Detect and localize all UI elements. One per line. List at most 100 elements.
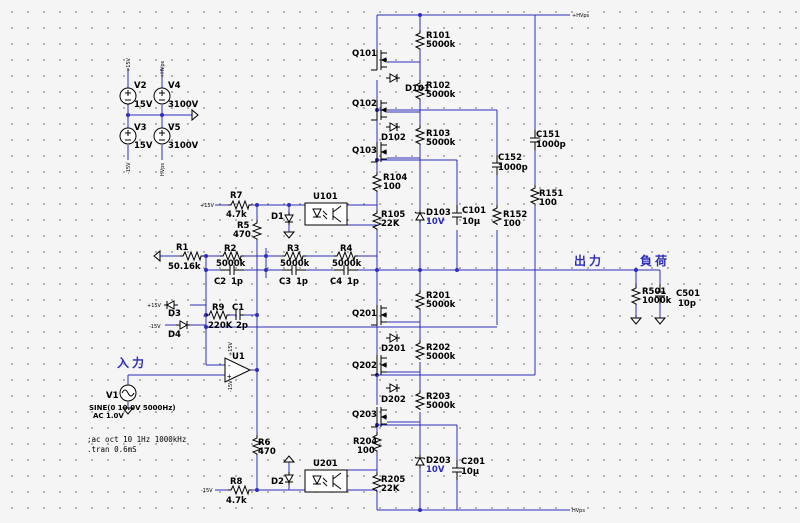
r104-value: 100 bbox=[383, 182, 401, 192]
capacitor-c201: C201 10µ bbox=[451, 457, 485, 481]
v1-ac: AC 1.0V bbox=[93, 412, 124, 420]
u1-ref: U1 bbox=[232, 352, 245, 362]
q101-ref: Q101 bbox=[352, 49, 377, 59]
opamp-u1: -+ U1 +15V -15V bbox=[224, 341, 252, 392]
v2-ref: V2 bbox=[134, 81, 147, 91]
r205-ref: R205 bbox=[381, 475, 405, 485]
mosfet-q103: Q103 bbox=[352, 141, 388, 163]
r2-value: 5000k bbox=[216, 259, 246, 269]
c101-ref: C101 bbox=[462, 206, 486, 216]
resistor-r104: R104 100 bbox=[372, 171, 407, 193]
q201-ref: Q201 bbox=[352, 309, 377, 319]
r9-value: 220K bbox=[208, 321, 233, 331]
r204-ref: R204 bbox=[353, 437, 377, 447]
resistor-r102: R102 5000k bbox=[415, 79, 456, 101]
r9-ref: R9 bbox=[212, 303, 225, 313]
v2-value: 15V bbox=[134, 100, 153, 110]
q202-ref: Q202 bbox=[352, 361, 377, 371]
resistor-r152: R152 100 bbox=[492, 204, 527, 229]
v4-top-net: +HVps bbox=[160, 60, 166, 78]
r7-net: +15V bbox=[200, 203, 215, 209]
ac-directive: ;ac oct 10 1Hz 1000kHz bbox=[87, 435, 186, 444]
capacitor-c501: C501 10p bbox=[654, 283, 700, 309]
r8-net: -15V bbox=[201, 488, 213, 494]
source-v4: V4 3100V +HVps bbox=[153, 60, 199, 110]
c152-ref: C152 bbox=[498, 153, 522, 163]
input-label: 入力 bbox=[117, 355, 147, 370]
c201-value: 10µ bbox=[461, 467, 479, 477]
r5-ref: R5 bbox=[237, 221, 250, 231]
r202-ref: R202 bbox=[426, 343, 450, 353]
r8-ref: R8 bbox=[230, 477, 243, 487]
resistor-r501: R501 1000k bbox=[631, 284, 672, 306]
load-label: 負荷 bbox=[640, 253, 670, 268]
v1-ref: V1 bbox=[106, 391, 119, 401]
diode-d202: D202 bbox=[381, 383, 406, 405]
d4-ref: D4 bbox=[168, 330, 181, 340]
q102-ref: Q102 bbox=[352, 99, 377, 109]
r7-value: 4.7k bbox=[226, 210, 247, 220]
v4-value: 3100V bbox=[168, 100, 199, 110]
source-v1: V1 SINE(0 10.0V 5000Hz) AC 1.0V bbox=[89, 384, 176, 420]
r105-ref: R105 bbox=[381, 210, 405, 220]
optocoupler-u201: U201 bbox=[304, 459, 348, 493]
r1-ground bbox=[153, 250, 161, 262]
c151-ref: C151 bbox=[536, 130, 560, 140]
r101-value: 5000k bbox=[426, 40, 456, 50]
diode-d2: D2 bbox=[271, 471, 294, 487]
output-label: 出力 bbox=[574, 253, 604, 268]
c2-value: 1p bbox=[231, 277, 243, 287]
r6-value: 470 bbox=[258, 447, 276, 457]
diode-d1: D1 bbox=[271, 211, 294, 226]
d103-ref: D103 bbox=[426, 208, 451, 218]
resistor-r205: R205 22K bbox=[372, 471, 405, 494]
d2-ground bbox=[283, 455, 295, 463]
r102-value: 5000k bbox=[426, 90, 456, 100]
d203-value: 10V bbox=[426, 465, 445, 475]
d1-ref: D1 bbox=[271, 212, 284, 222]
r3-ref: R3 bbox=[287, 244, 300, 254]
resistor-r201: R201 5000k bbox=[415, 289, 456, 311]
c3-value: 1p bbox=[296, 277, 308, 287]
junctions bbox=[126, 13, 638, 512]
r8-value: 4.7k bbox=[226, 496, 247, 506]
resistor-r151: R151 100 bbox=[530, 184, 563, 208]
ground-symbol bbox=[191, 109, 199, 121]
r205-value: 22K bbox=[381, 484, 400, 494]
r203-ref: R203 bbox=[426, 392, 450, 402]
resistor-r8: R8 4.7k bbox=[226, 477, 253, 506]
diode-d4: D4 bbox=[168, 320, 191, 340]
v4-ref: V4 bbox=[168, 81, 181, 91]
source-v5: V5 3100V HVps bbox=[153, 123, 199, 176]
capacitor-c151: C151 1000p bbox=[529, 129, 566, 151]
d1-ground bbox=[283, 231, 295, 239]
c101-value: 10µ bbox=[462, 217, 480, 227]
resistor-r4: R4 5000k bbox=[332, 244, 362, 269]
d2-ref: D2 bbox=[271, 477, 284, 487]
r103-value: 5000k bbox=[426, 138, 456, 148]
c501-value: 10p bbox=[678, 299, 696, 309]
c201-ref: C201 bbox=[461, 457, 485, 467]
mosfet-q101: Q101 bbox=[352, 49, 388, 71]
r5-value: 470 bbox=[233, 230, 251, 240]
resistor-r9: R9 220K bbox=[205, 303, 233, 331]
capacitor-c1: C1 2p bbox=[232, 303, 248, 331]
d201-ref: D201 bbox=[381, 344, 406, 354]
mosfet-q102: Q102 bbox=[352, 99, 388, 121]
mosfet-q203: Q203 bbox=[352, 406, 388, 428]
diode-d102: D102 bbox=[381, 122, 406, 143]
c2-ref: C2 bbox=[214, 277, 226, 287]
d101-ref: D101 bbox=[405, 84, 430, 94]
diode-d3: D3 bbox=[163, 300, 181, 319]
d3-ref: D3 bbox=[168, 309, 181, 319]
u201-ref: U201 bbox=[313, 459, 338, 469]
resistor-r6: R6 470 bbox=[252, 434, 276, 457]
optocoupler-u101: U101 bbox=[304, 192, 348, 226]
v5-bottom-net: HVps bbox=[160, 163, 166, 176]
d4-net: -15V bbox=[149, 324, 161, 330]
source-v3: V3 15V -15V bbox=[119, 123, 153, 174]
diode-d201: D201 bbox=[381, 333, 406, 354]
zener-d203: D203 10V bbox=[414, 454, 451, 475]
resistor-r202: R202 5000k bbox=[415, 339, 456, 362]
